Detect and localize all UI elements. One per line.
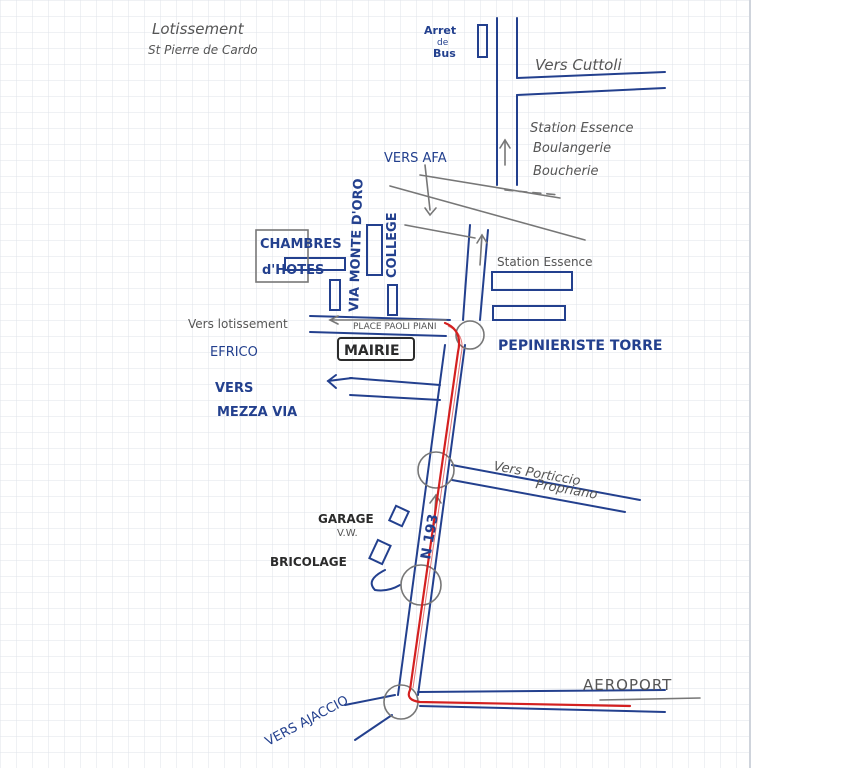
road-cuttoli-branch — [516, 71, 666, 79]
label-boucherie: Boucherie — [533, 164, 598, 179]
label-pepinieriste: PEPINIERISTE TORRE — [498, 338, 662, 354]
label-bus-stop-3: Bus — [433, 47, 456, 60]
building-gas-station-2 — [491, 271, 573, 291]
label-college: COLLEGE — [385, 212, 400, 278]
pencil-roads — [255, 138, 701, 720]
label-n193: N 193 — [418, 513, 442, 561]
label-boulangerie: Boulangerie — [533, 141, 611, 156]
building-garage — [387, 504, 411, 528]
label-place: PLACE PAOLI PIANI — [353, 322, 437, 332]
label-garage-2: V.W. — [337, 528, 358, 539]
roads — [284, 17, 666, 741]
road-ajaccio — [344, 694, 396, 706]
bus-stop-shelter — [477, 24, 488, 58]
label-bus-stop-2: de — [437, 38, 449, 48]
building-chambres — [255, 229, 309, 283]
road-afa — [389, 185, 586, 241]
label-aeroport: AEROPORT — [583, 676, 672, 694]
road-aeroport — [417, 689, 666, 693]
road-porticcio — [451, 464, 641, 501]
label-vers-afa: VERS AFA — [384, 151, 447, 166]
title-line-2: St Pierre de Cardo — [148, 43, 258, 57]
label-vers-efrico-1: Vers lotissement — [188, 317, 288, 331]
label-bus-stop-1: Arret — [424, 24, 456, 37]
building-college — [366, 224, 383, 276]
building-bricolage — [368, 538, 392, 566]
label-vers-mezza-2: MEZZA VIA — [217, 405, 297, 420]
label-via-monte-doro: VIA MONTE D'ORO — [347, 178, 367, 312]
roundabout-porticcio — [417, 451, 455, 489]
label-vers-cuttoli: Vers Cuttoli — [535, 56, 622, 74]
label-garage-1: GARAGE — [318, 512, 374, 526]
roundabout-place — [455, 320, 485, 350]
label-bricolage: BRICOLAGE — [270, 555, 347, 569]
label-station-essence-2: Station Essence — [497, 255, 593, 269]
title-line-1: Lotissement — [152, 20, 245, 38]
label-vers-efrico-2: EFRICO — [210, 345, 258, 360]
road-n193-east — [417, 344, 466, 696]
road-mezza-via — [349, 377, 441, 386]
label-hotes: d'HOTES — [262, 263, 324, 278]
road-n193-west — [397, 344, 446, 696]
label-vers-mezza-1: VERS — [215, 381, 253, 396]
label-chambres: CHAMBRES — [260, 237, 342, 252]
mairie-box — [337, 337, 415, 361]
label-mairie: MAIRIE — [344, 343, 400, 359]
label-station-essence-1: Station Essence — [530, 121, 634, 136]
grid-paper — [0, 0, 750, 768]
